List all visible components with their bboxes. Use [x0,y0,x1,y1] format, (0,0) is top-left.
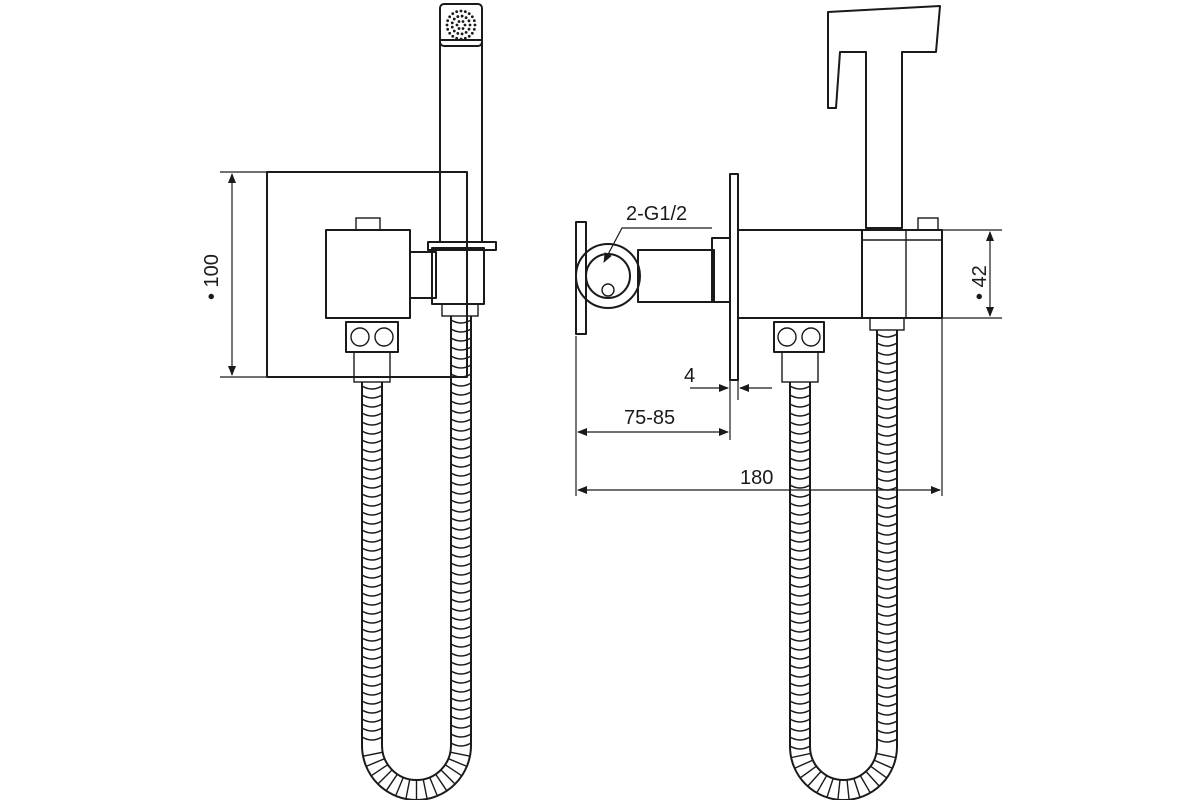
dimension-wall-depth-label: 75-85 [624,407,675,429]
side-hose-ferrule [781,351,819,383]
dimension-plate-thickness-label: 4 [684,365,695,387]
dimension-height-front-label: • 100 [201,254,223,300]
side-holder-body [861,229,943,319]
front-valve-stem [355,217,381,231]
side-inlet-pipe [637,249,715,303]
front-hose-ferrule [353,351,391,383]
side-inlet-flange [575,221,587,335]
dimension-connection-label: 2-G1/2 [626,203,687,225]
front-hand-shower-handle [439,39,483,243]
front-holder-bracket [409,251,437,299]
front-hand-shower-head [439,3,483,47]
side-inlet-ring [575,243,641,309]
side-inlet-pin [601,283,615,297]
front-hose-nut [345,321,399,353]
dimension-body-height: • 42 [942,229,1002,319]
front-hose [361,316,472,800]
front-wall-plate [266,171,468,378]
side-wall-plate [729,173,739,381]
dimension-total-depth: 180 [577,318,943,496]
front-nut-flat-left [350,327,370,347]
dimension-plate-thickness: 4 [684,365,772,440]
dimension-body-height-label: • 42 [969,265,991,300]
dimension-height-front: • 100 [201,171,267,378]
front-holder-ferrule [441,303,479,317]
dimension-wall-depth: 75-85 [575,336,729,496]
side-valve-body [737,229,863,319]
front-view [266,3,497,800]
side-hose [789,330,898,800]
dimension-connection: 2-G1/2 [603,203,712,263]
front-holder [431,247,485,305]
side-hose-nut [773,321,825,353]
side-valve-stem [917,217,939,231]
side-hand-shower [827,5,941,229]
front-nut-flat-right [374,327,394,347]
spray-nozzles [445,9,477,41]
side-inlet-bore [585,253,631,299]
dimension-total-depth-label: 180 [740,467,773,489]
side-holder-ferrule [869,317,905,331]
front-valve-body [325,229,411,319]
side-view [575,5,943,800]
